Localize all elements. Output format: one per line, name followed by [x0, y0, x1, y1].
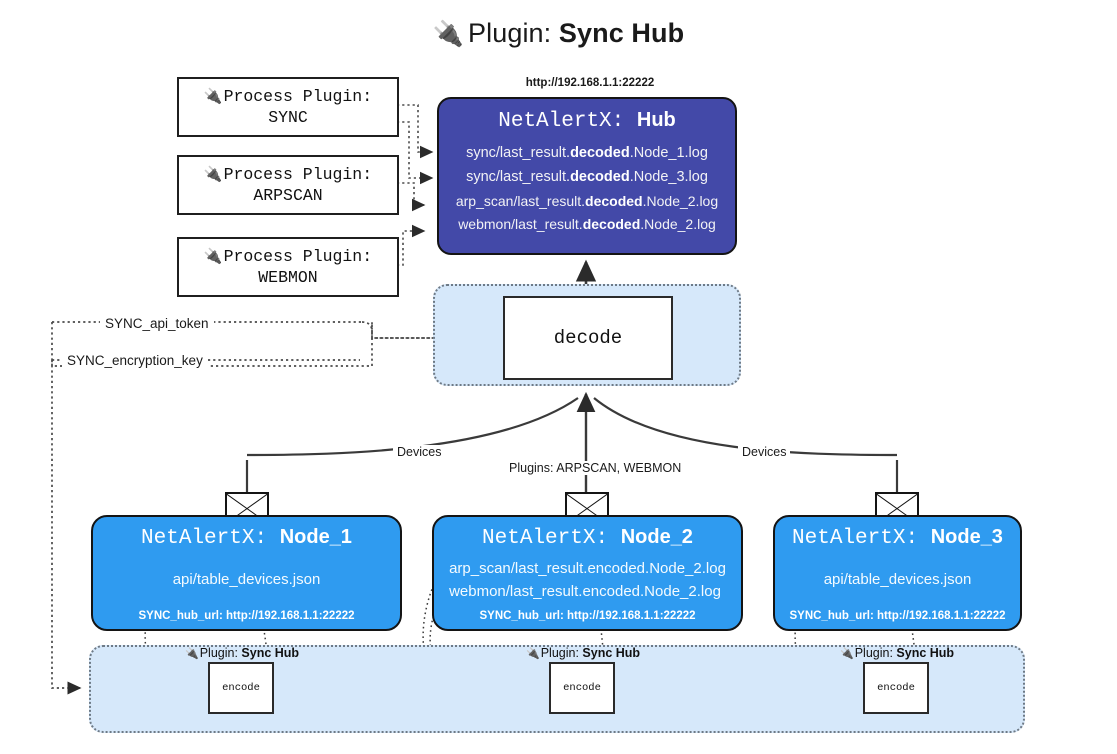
encode-caption-node-1: 🔌Plugin: Sync Hub	[185, 646, 300, 660]
encode-box-node-2[interactable]: encode	[549, 662, 615, 714]
edge-label-devices-right: Devices	[738, 445, 791, 459]
sync-encryption-key-label: SYNC_encryption_key	[62, 353, 208, 368]
decode-box[interactable]: decode	[503, 296, 673, 380]
hub-log-entry: webmon/last_result.decoded.Node_2.log	[458, 216, 716, 233]
node-resource-line: api/table_devices.json	[172, 571, 321, 589]
process-plugin-label: Process Plugin:	[223, 246, 373, 266]
node-app-label: NetAlertX:	[792, 527, 919, 550]
hub-url-label: http://192.168.1.1:22222	[525, 77, 655, 89]
process-plugin-label: Process Plugin:	[223, 164, 373, 184]
plug-icon: 🔌	[185, 647, 199, 660]
page-title-name: Sync Hub	[558, 18, 685, 48]
encode-caption-node-2: 🔌Plugin: Sync Hub	[526, 646, 641, 660]
process-plugin-label: Process Plugin:	[223, 86, 373, 106]
plug-icon: 🔌	[203, 164, 223, 183]
sync-api-token-label: SYNC_api_token	[100, 316, 214, 331]
process-plugin-box-arpscan[interactable]: 🔌Process Plugin: ARPSCAN	[177, 155, 399, 215]
hub-log-entry: sync/last_result.decoded.Node_1.log	[466, 145, 708, 161]
node-resource-line: api/table_devices.json	[823, 571, 972, 589]
node-box-node-1[interactable]: NetAlertX: Node_1 api/table_devices.json…	[91, 515, 402, 631]
encode-box-node-3[interactable]: encode	[863, 662, 929, 714]
node-hub-url-label: SYNC_hub_url: http://192.168.1.1:22222	[479, 610, 696, 622]
node-hub-url-label: SYNC_hub_url: http://192.168.1.1:22222	[138, 610, 355, 622]
plug-icon: 🔌	[840, 647, 854, 660]
page-title: 🔌Plugin: Sync Hub	[0, 18, 1117, 49]
hub-node-box[interactable]: NetAlertX: Hub sync/last_result.decoded.…	[437, 97, 737, 255]
hub-log-entry: arp_scan/last_result.decoded.Node_2.log	[455, 192, 719, 209]
hub-name-label: Hub	[636, 109, 676, 131]
node-app-label: NetAlertX:	[141, 527, 268, 550]
edge-label-devices-left: Devices	[393, 445, 446, 459]
node-box-node-2[interactable]: NetAlertX: Node_2 arp_scan/last_result.e…	[432, 515, 743, 631]
node-name-label: Node_2	[620, 526, 693, 548]
plug-icon: 🔌	[526, 647, 540, 660]
node-resource-line: webmon/last_result.encoded.Node_2.log	[449, 583, 721, 600]
plug-icon: 🔌	[203, 86, 223, 105]
hub-log-entry: sync/last_result.decoded.Node_3.log	[466, 169, 708, 186]
node-name-label: Node_1	[279, 526, 352, 548]
process-plugin-box-sync[interactable]: 🔌Process Plugin: SYNC	[177, 77, 399, 137]
node-name-label: Node_3	[930, 526, 1003, 548]
process-plugin-box-webmon[interactable]: 🔌Process Plugin: WEBMON	[177, 237, 399, 297]
process-plugin-name: WEBMON	[258, 268, 318, 287]
node-app-label: NetAlertX:	[482, 527, 609, 550]
page-title-prefix: Plugin:	[468, 18, 552, 48]
node-resource-line: arp_scan/last_result.encoded.Node_2.log	[449, 559, 726, 577]
plug-icon: 🔌	[203, 246, 223, 265]
process-plugin-name: ARPSCAN	[253, 186, 323, 205]
edge-label-plugins: Plugins: ARPSCAN, WEBMON	[505, 461, 686, 475]
node-hub-url-label: SYNC_hub_url: http://192.168.1.1:22222	[789, 610, 1006, 622]
encode-box-node-1[interactable]: encode	[208, 662, 274, 714]
plug-icon: 🔌	[432, 20, 465, 48]
hub-app-label: NetAlertX:	[498, 110, 625, 133]
node-box-node-3[interactable]: NetAlertX: Node_3 api/table_devices.json…	[773, 515, 1022, 631]
process-plugin-name: SYNC	[268, 108, 308, 127]
encode-caption-node-3: 🔌Plugin: Sync Hub	[840, 646, 955, 660]
